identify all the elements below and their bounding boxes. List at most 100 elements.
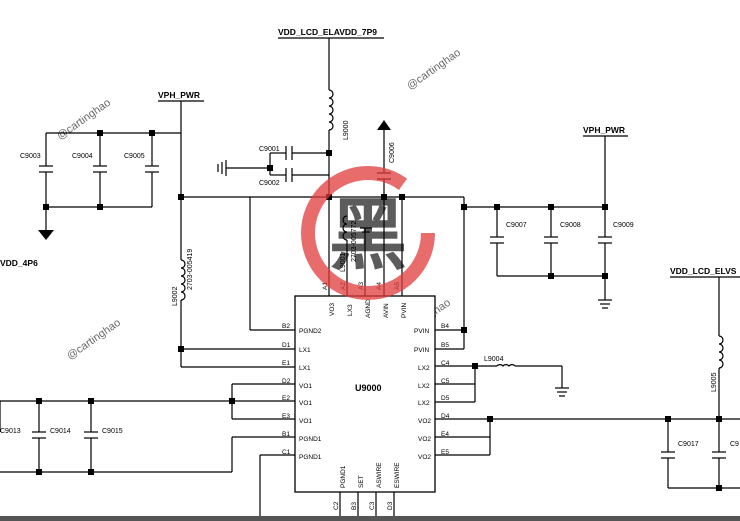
ic-top-pin: A1 VO3 <box>322 282 336 316</box>
net-label-vph-pwr-left: VPH_PWR <box>158 90 200 100</box>
svg-text:ESWIRE: ESWIRE <box>394 462 401 488</box>
cap-label-c9017: C9017 <box>678 441 699 448</box>
svg-text:E4: E4 <box>441 431 449 438</box>
svg-text:B3: B3 <box>351 502 358 510</box>
inductor-l9004 <box>496 364 516 367</box>
inductor-label-l9001: L9001 <box>340 252 347 272</box>
cap-label-c9006: C9006 <box>389 142 396 163</box>
svg-text:LX2: LX2 <box>418 365 430 372</box>
ground-symbol <box>555 387 569 397</box>
cap-label-c9002: C9002 <box>259 180 280 187</box>
ground-symbol <box>598 299 612 309</box>
ground-symbol <box>377 120 391 130</box>
cap-label-c9004: C9004 <box>72 153 93 160</box>
inductor-label-l9002: L9002 <box>172 286 179 306</box>
svg-text:LX1: LX1 <box>299 365 311 372</box>
ic-bottom-pin: D3 ESWIRE <box>387 462 401 510</box>
svg-text:D5: D5 <box>441 395 450 402</box>
bottom-border <box>0 516 740 521</box>
net-label-vdd-lcd-elvs: VDD_LCD_ELVS <box>670 266 737 276</box>
svg-text:E3: E3 <box>282 413 290 420</box>
svg-text:AGND: AGND <box>365 299 372 318</box>
svg-text:ASWIRE: ASWIRE <box>376 462 383 488</box>
svg-text:B5: B5 <box>441 342 449 349</box>
watermark-text: @cartinghao <box>65 317 123 363</box>
capacitor-c9007 <box>490 207 504 276</box>
ic-bottom-pin: C2 PGND1 <box>333 465 347 510</box>
ic-left-pin: E2 VO1 <box>282 395 312 407</box>
svg-text:C5: C5 <box>441 378 450 385</box>
cap-label-c9007: C9007 <box>506 222 527 229</box>
cap-label-c9015: C9015 <box>102 428 123 435</box>
ground-symbol <box>38 230 54 240</box>
inductor-l9002 <box>180 259 186 301</box>
svg-text:VO2: VO2 <box>418 418 431 425</box>
ic-right-pin: C5 LX2 <box>418 378 450 390</box>
logo-glyph: 黑 <box>329 191 407 279</box>
svg-text:D4: D4 <box>441 413 450 420</box>
inductor-l9005 <box>718 335 724 369</box>
svg-text:D1: D1 <box>282 342 291 349</box>
svg-text:C4: C4 <box>441 360 450 367</box>
ic-bottom-pin: C3 ASWIRE <box>369 462 383 510</box>
ground-symbol <box>217 160 227 176</box>
svg-text:B1: B1 <box>282 431 290 438</box>
ic-body <box>294 295 436 493</box>
cap-label-c9005: C9005 <box>124 153 145 160</box>
capacitor-c9003 <box>39 133 53 230</box>
svg-text:A1: A1 <box>322 282 329 290</box>
inductor-l9001 <box>342 215 348 241</box>
svg-text:E5: E5 <box>441 449 449 456</box>
ic-bottom-pin: B3 SET <box>351 475 365 510</box>
svg-text:LX3: LX3 <box>347 304 354 316</box>
ic-reference: U9000 <box>355 383 382 393</box>
svg-text:PGND2: PGND2 <box>299 328 322 335</box>
svg-text:PGND1: PGND1 <box>340 465 347 488</box>
svg-text:C2: C2 <box>333 501 340 510</box>
ground-symbol <box>360 227 372 233</box>
cap-label-c9009: C9009 <box>613 222 634 229</box>
ic-right-pin: C4 LX2 <box>418 360 450 372</box>
inductor-label-l9004: L9004 <box>484 356 504 363</box>
inductor-l9000 <box>328 89 334 131</box>
ic-left-pin: D2 VO1 <box>282 378 312 390</box>
watermark-text: @cartinghao <box>55 97 113 143</box>
svg-text:C3: C3 <box>369 501 376 510</box>
ic-right-pin: E5 VO2 <box>418 449 449 461</box>
svg-text:LX1: LX1 <box>299 347 311 354</box>
svg-text:PGND1: PGND1 <box>299 436 322 443</box>
cap-label-c9001: C9001 <box>259 146 280 153</box>
capacitor-c9014 <box>32 401 46 472</box>
svg-text:E2: E2 <box>282 395 290 402</box>
net-label-vdd-lcd-elavdd: VDD_LCD_ELAVDD_7P9 <box>278 27 377 37</box>
cap-label-c9008: C9008 <box>560 222 581 229</box>
net-label-vph-pwr-right: VPH_PWR <box>583 125 625 135</box>
ic-left-pin: D1 LX1 <box>282 342 311 354</box>
capacitor-c9004 <box>93 133 107 207</box>
capacitor-c9017 <box>661 419 675 488</box>
ic-left-pin: E1 LX1 <box>282 360 311 372</box>
svg-text:PVIN: PVIN <box>414 328 429 335</box>
cap-label-c9014: C9014 <box>50 428 71 435</box>
svg-text:VO2: VO2 <box>418 454 431 461</box>
svg-text:E1: E1 <box>282 360 290 367</box>
capacitor-c9009 <box>598 236 612 300</box>
svg-text:C1: C1 <box>282 449 291 456</box>
capacitor-c9008 <box>544 207 558 276</box>
ic-right-pin: D5 LX2 <box>418 395 450 407</box>
ic-left-pin: E3 VO1 <box>282 413 312 425</box>
ic-right-pin: E4 VO2 <box>418 431 449 443</box>
inductor-label-l9005: L9005 <box>711 372 718 392</box>
inductor-part-l9002: 2703-005419 <box>187 249 194 290</box>
svg-text:AVIN: AVIN <box>383 303 390 318</box>
inductor-label-l9000: L9000 <box>343 120 350 140</box>
svg-text:LX2: LX2 <box>418 383 430 390</box>
svg-text:D3: D3 <box>387 501 394 510</box>
svg-text:VO1: VO1 <box>299 383 312 390</box>
svg-text:PGND1: PGND1 <box>299 454 322 461</box>
capacitor-c9005 <box>145 133 159 207</box>
svg-text:SET: SET <box>358 475 365 488</box>
capacitor-c9018 <box>712 419 726 488</box>
ic-left-pin: B1 PGND1 <box>282 431 322 443</box>
